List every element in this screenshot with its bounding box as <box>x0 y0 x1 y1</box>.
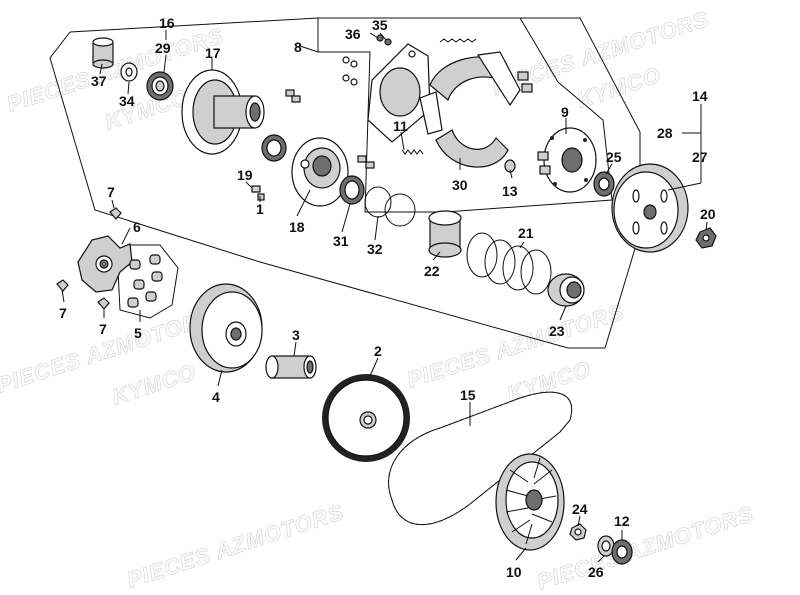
callout-7: 7 <box>59 305 67 321</box>
part-18-movable-sheave <box>291 137 349 207</box>
callout-37: 37 <box>91 73 107 89</box>
callout-13: 13 <box>502 183 518 199</box>
part-22-collar <box>428 210 462 258</box>
guide-pins <box>251 89 375 201</box>
part-20-nut <box>695 227 717 249</box>
callout-27: 27 <box>692 149 708 165</box>
callout-21: 21 <box>518 225 534 241</box>
callout-5: 5 <box>134 325 142 341</box>
callout-25: 25 <box>606 149 622 165</box>
callout-19: 19 <box>237 167 253 183</box>
part-5-weight-rollers <box>127 254 163 308</box>
callout-22: 22 <box>424 263 440 279</box>
callout-32: 32 <box>367 241 383 257</box>
part-23-spring-seat <box>547 273 585 307</box>
callout-35: 35 <box>372 17 388 33</box>
callout-7: 7 <box>107 184 115 200</box>
part-17-driven-sheave <box>181 69 265 155</box>
watermark: KYMCO <box>109 359 199 410</box>
callout-26: 26 <box>588 564 604 580</box>
part-25-nut <box>593 171 615 197</box>
watermark: PIECES AZMOTORS <box>124 499 347 593</box>
part-15-drive-belt <box>388 391 573 526</box>
part-10-drive-face-fan <box>495 453 565 551</box>
callout-29: 29 <box>155 40 171 56</box>
watermark: KYMCO <box>102 84 192 135</box>
part-29-bearing <box>146 71 174 101</box>
callout-18: 18 <box>289 219 305 235</box>
part-37-collar <box>92 37 114 69</box>
part-31-seal <box>339 175 365 205</box>
callout-31: 31 <box>333 233 349 249</box>
callout-15: 15 <box>460 387 476 403</box>
part-4-movable-drive-face <box>189 283 263 373</box>
callout-8: 8 <box>294 39 302 55</box>
part-26-washer <box>597 535 615 557</box>
callout-10: 10 <box>506 564 522 580</box>
callout-2: 2 <box>374 343 382 359</box>
callout-30: 30 <box>452 177 468 193</box>
callout-24: 24 <box>572 501 588 517</box>
callout-9: 9 <box>561 104 569 120</box>
callout-11: 11 <box>393 118 408 134</box>
part-3-bushing <box>265 355 317 379</box>
callout-20: 20 <box>700 206 716 222</box>
part-6-ramp-plate <box>77 235 133 293</box>
clutch-plate <box>367 43 431 143</box>
callout-17: 17 <box>205 45 221 61</box>
part-2-starter-gear <box>322 374 410 462</box>
watermark: PIECES AZMOTORS <box>534 501 757 595</box>
part-32-o-rings <box>364 186 416 227</box>
callout-12: 12 <box>614 513 630 529</box>
part-12-nut <box>611 539 633 565</box>
callout-4: 4 <box>212 389 220 405</box>
callout-28: 28 <box>657 125 673 141</box>
callout-36: 36 <box>345 26 361 42</box>
callout-34: 34 <box>119 93 135 109</box>
leader-lines <box>61 30 708 563</box>
callout-6: 6 <box>133 219 141 235</box>
part-seal <box>261 134 287 162</box>
part-21-spring <box>466 232 552 295</box>
callout-labels: 16 29 17 37 34 36 35 8 9 14 28 27 25 11 … <box>59 15 716 580</box>
part-24-washer <box>569 523 587 541</box>
callout-7: 7 <box>99 321 107 337</box>
part-9-drive-plate <box>537 127 597 193</box>
part-7-sliders <box>56 207 122 310</box>
part-27-clutch-bell <box>611 163 689 253</box>
callout-1: 1 <box>256 201 264 217</box>
callout-23: 23 <box>549 323 565 339</box>
part-35-36-nuts <box>342 34 392 86</box>
driven-assembly-outline <box>49 17 641 349</box>
clutch-springs <box>401 38 477 155</box>
callout-16: 16 <box>159 15 175 31</box>
callout-14: 14 <box>692 88 708 104</box>
callout-3: 3 <box>292 327 300 343</box>
part-34-washer <box>120 62 138 82</box>
part-30-clutch-shoes <box>419 51 533 168</box>
